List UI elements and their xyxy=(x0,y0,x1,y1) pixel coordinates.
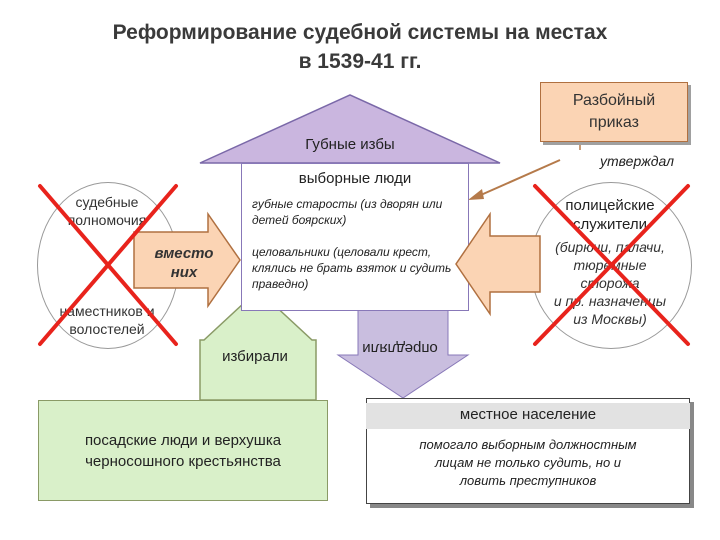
title-line-1: Реформирование судебной системы на места… xyxy=(112,21,608,44)
page-title: Реформирование судебной системы на места… xyxy=(0,18,720,76)
title-line-2: в 1539-41 гг. xyxy=(298,50,422,73)
cross-left-oval xyxy=(38,184,178,346)
left-oval-line-2: полномочия xyxy=(67,212,147,228)
left-oval-line-1: судебные xyxy=(75,194,139,210)
vybornye-ludi-title: выборные люди xyxy=(298,170,412,187)
cross-right-oval xyxy=(533,184,690,346)
posad-line-1: посадские люди и верхушка xyxy=(84,432,282,449)
utverzhdal-label: утверждал xyxy=(600,153,674,169)
arrow-utverzhdal-head xyxy=(468,189,484,200)
right-oval-heading-1: полицейские xyxy=(565,197,655,214)
posad-box xyxy=(38,400,328,501)
right-oval-text-5: из Москвы) xyxy=(573,311,647,327)
razboyny-line-2: приказ xyxy=(589,114,639,131)
mestnoe-line-3: ловить преступников xyxy=(459,473,597,488)
mestnoe-naselenie-title: местное население xyxy=(366,403,690,429)
vmesto-nih-label: вместо них xyxy=(138,244,230,282)
posad-text: посадские люди и верхушка черносошного к… xyxy=(38,430,328,472)
arrow-vmesto xyxy=(133,211,241,309)
razboyny-prikaz-box: Разбойный приказ xyxy=(540,82,688,142)
right-oval-heading: полицейские служители xyxy=(530,196,690,234)
right-oval-text-1: (бирючи, палачи, xyxy=(555,239,665,255)
gubnye-starosty-text: губные старосты (из дворян или детей боя… xyxy=(252,197,443,227)
arrow-utverzhdal-line xyxy=(473,159,561,199)
mestnoe-line-2: лицам не только судить, но и xyxy=(434,455,622,470)
gubnye-izby-label: Губные избы xyxy=(305,136,395,153)
posad-line-2: черносошного крестьянства xyxy=(85,453,281,470)
arrow-up-izbirali xyxy=(199,288,317,401)
celovalniki-text: целовальники (целовали крест, клялись не… xyxy=(252,245,452,291)
vybornye-ludi-box xyxy=(241,163,469,311)
arrow-from-right-oval xyxy=(455,211,541,317)
left-oval-top-text: судебные полномочия xyxy=(40,193,174,229)
left-oval-bottom-text: наместников и волостелей xyxy=(40,302,174,338)
vmesto-line-1: вместо xyxy=(154,245,214,262)
right-oval-heading-2: служители xyxy=(572,216,647,233)
razboyny-line-1: Разбойный xyxy=(572,92,656,109)
arrow-down-opredelyali xyxy=(336,309,470,399)
left-oval-line-3: наместников и xyxy=(59,303,155,319)
vmesto-line-2: них xyxy=(170,264,198,281)
mestnoe-line-1: помогало выборным должностным xyxy=(419,437,637,452)
izbirali-label: избирали xyxy=(222,348,288,365)
left-oval-line-4: волостелей xyxy=(69,321,145,337)
mestnoe-naselenie-text: помогало выборным должностным лицам не т… xyxy=(370,436,686,490)
